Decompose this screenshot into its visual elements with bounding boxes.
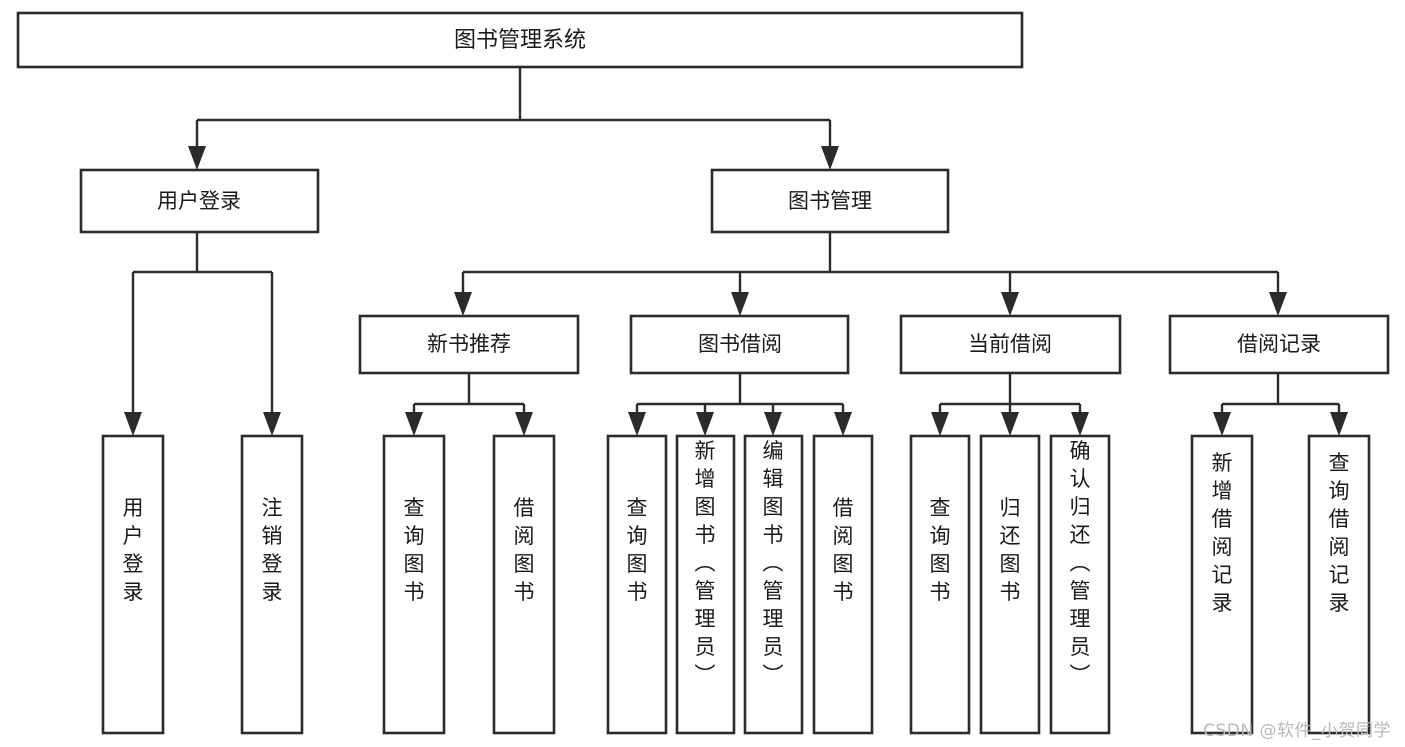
leaf-node-borrow-book[interactable]: 借阅图书 <box>812 434 874 735</box>
leaf-query-book-current-box <box>909 434 971 735</box>
leaf-borrow-book-box <box>812 434 874 735</box>
node-new-book-recommend-label: 新书推荐 <box>427 332 511 356</box>
leaf-user-login-box <box>101 434 165 735</box>
leaf-add-book-admin-label: 新增图书︵管理员︶ <box>695 439 716 687</box>
leaf-node-borrow-book-recommend[interactable]: 借阅图书 <box>492 434 556 735</box>
leaf-user-login-label: 用户登录 <box>123 496 144 604</box>
leaf-add-borrow-record-label: 新增借阅记录 <box>1212 451 1233 615</box>
arrow-head-currentborrow-leaf3 <box>1071 412 1089 436</box>
leaf-confirm-return-admin-box <box>1049 434 1111 735</box>
leaf-node-user-login[interactable]: 用户登录 <box>101 434 165 735</box>
arrow-head-book-mgmt <box>821 146 839 170</box>
leaf-borrow-book-recommend-box <box>492 434 556 735</box>
leaf-return-book-box <box>979 434 1041 735</box>
arrow-head-logout-leaf <box>263 412 281 436</box>
node-user-login-box <box>79 168 320 234</box>
arrow-head-book-borrow <box>731 292 749 316</box>
arrow-head-bookborrow-leaf3 <box>764 412 782 436</box>
leaf-node-query-borrow-record[interactable]: 查询借阅记录 <box>1307 434 1371 735</box>
leaf-borrow-book-recommend-label: 借阅图书 <box>514 496 535 604</box>
arrow-head-borrowrecord-leaf1 <box>1213 412 1231 436</box>
node-current-borrow-box <box>899 314 1122 375</box>
leaf-add-book-admin-box <box>675 434 736 735</box>
node-book-management-box <box>710 168 950 234</box>
leaf-query-book-recommend-box <box>382 434 446 735</box>
leaf-logout-box <box>240 434 304 735</box>
node-book-borrow-box <box>629 314 850 375</box>
arrow-head-current-borrow <box>1001 292 1019 316</box>
leaf-edit-book-admin-label: 编辑图书︵管理员︶ <box>763 439 784 687</box>
leaf-borrow-book-label: 借阅图书 <box>833 496 854 604</box>
arrow-head-bookborrow-leaf4 <box>834 412 852 436</box>
node-root-book-management-system[interactable]: 图书管理系统 <box>16 11 1024 69</box>
node-current-borrow[interactable]: 当前借阅 <box>899 314 1122 375</box>
leaf-node-logout[interactable]: 注销登录 <box>240 434 304 735</box>
node-current-borrow-label: 当前借阅 <box>968 332 1052 356</box>
connector-group <box>124 67 1348 436</box>
node-user-login[interactable]: 用户登录 <box>79 168 320 234</box>
node-borrow-record-label: 借阅记录 <box>1237 332 1321 356</box>
arrow-head-currentborrow-leaf2 <box>1001 412 1019 436</box>
leaf-query-book-label: 查询图书 <box>627 496 648 604</box>
node-book-borrow-label: 图书借阅 <box>698 332 782 356</box>
node-root-box <box>16 11 1024 69</box>
leaf-query-book-recommend-label: 查询图书 <box>404 496 425 604</box>
leaf-node-add-borrow-record[interactable]: 新增借阅记录 <box>1190 434 1254 735</box>
leaf-node-edit-book-admin[interactable]: 编辑图书︵管理员︶ <box>743 434 804 735</box>
leaf-confirm-return-admin-label: 确认归还︵管理员︶ <box>1070 439 1091 687</box>
arrow-head-user-login-leaf <box>124 412 142 436</box>
csdn-watermark: CSDN @软件_小贺同学 <box>1203 721 1391 741</box>
node-book-management[interactable]: 图书管理 <box>710 168 950 234</box>
arrow-head-user-login <box>188 146 206 170</box>
arrow-head-borrow-record <box>1269 292 1287 316</box>
node-borrow-record[interactable]: 借阅记录 <box>1168 314 1390 375</box>
arrow-head-newbook-leaf2 <box>515 412 533 436</box>
node-book-borrow[interactable]: 图书借阅 <box>629 314 850 375</box>
leaf-query-borrow-record-box <box>1307 434 1371 735</box>
node-new-book-recommend[interactable]: 新书推荐 <box>358 314 580 375</box>
leaf-return-book-label: 归还图书 <box>1000 496 1021 604</box>
leaf-node-confirm-return-admin[interactable]: 确认归还︵管理员︶ <box>1049 434 1111 735</box>
leaf-node-query-book-recommend[interactable]: 查询图书 <box>382 434 446 735</box>
leaf-edit-book-admin-box <box>743 434 804 735</box>
node-new-book-recommend-box <box>358 314 580 375</box>
node-root-label: 图书管理系统 <box>454 28 586 53</box>
leaf-node-add-book-admin[interactable]: 新增图书︵管理员︶ <box>675 434 736 735</box>
leaf-logout-label: 注销登录 <box>262 496 283 604</box>
leaf-query-book-current-label: 查询图书 <box>930 496 951 604</box>
arrow-head-bookborrow-leaf2 <box>696 412 714 436</box>
arrow-head-new-book <box>454 292 472 316</box>
arrow-head-borrowrecord-leaf2 <box>1330 412 1348 436</box>
leaf-add-borrow-record-box <box>1190 434 1254 735</box>
leaf-node-return-book[interactable]: 归还图书 <box>979 434 1041 735</box>
leaf-node-query-book-current[interactable]: 查询图书 <box>909 434 971 735</box>
leaf-query-borrow-record-label: 查询借阅记录 <box>1329 451 1350 615</box>
node-user-login-label: 用户登录 <box>157 189 241 213</box>
leaf-node-query-book[interactable]: 查询图书 <box>606 434 668 735</box>
arrow-head-bookborrow-leaf1 <box>628 412 646 436</box>
arrow-head-currentborrow-leaf1 <box>931 412 949 436</box>
node-borrow-record-box <box>1168 314 1390 375</box>
arrow-head-newbook-leaf1 <box>405 412 423 436</box>
leaf-query-book-box <box>606 434 668 735</box>
node-book-management-label: 图书管理 <box>788 189 872 213</box>
